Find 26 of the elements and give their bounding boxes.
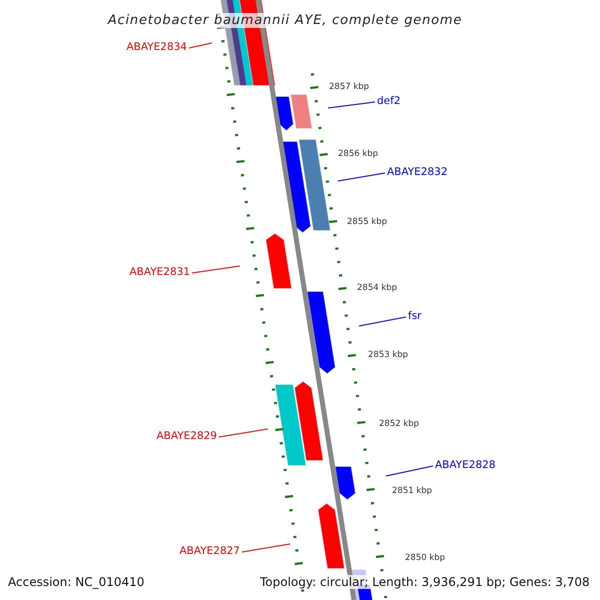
scale-label: 2851 kbp xyxy=(392,486,432,496)
scale-label: 2850 kbp xyxy=(405,553,446,563)
leader-line xyxy=(242,544,290,552)
footer-text: Topology: circular; Length: 3,936,291 bp; Genes: 3,708 xyxy=(260,575,590,589)
gene-label: ABAYE2829 xyxy=(156,430,217,442)
footer-text: Accession: NC_010410 xyxy=(8,575,144,589)
scale-label: 2854 kbp xyxy=(357,283,398,293)
leader-line xyxy=(386,466,434,476)
scale-label: 2852 kbp xyxy=(379,419,420,429)
leader-line xyxy=(328,102,376,108)
scale-label: 2855 kbp xyxy=(347,217,388,227)
leader-line xyxy=(338,172,386,182)
leader-line xyxy=(192,266,240,274)
gene-label: def2 xyxy=(377,95,401,107)
scale-label: 2856 kbp xyxy=(338,149,378,159)
gene-label: ABAYE2832 xyxy=(387,166,448,178)
gene-label: fsr xyxy=(408,310,422,322)
leader-line xyxy=(218,428,268,438)
gene-label: ABAYE2834 xyxy=(126,41,187,53)
gene-label: ABAYE2827 xyxy=(179,545,240,557)
leader-line xyxy=(358,316,406,326)
gene-label: ABAYE2831 xyxy=(129,266,190,278)
scale-label: 2853 kbp xyxy=(368,350,408,360)
leader-line xyxy=(188,42,212,48)
gene-label: ABAYE2828 xyxy=(435,459,496,471)
scale-label: 2857 kbp xyxy=(329,82,370,92)
